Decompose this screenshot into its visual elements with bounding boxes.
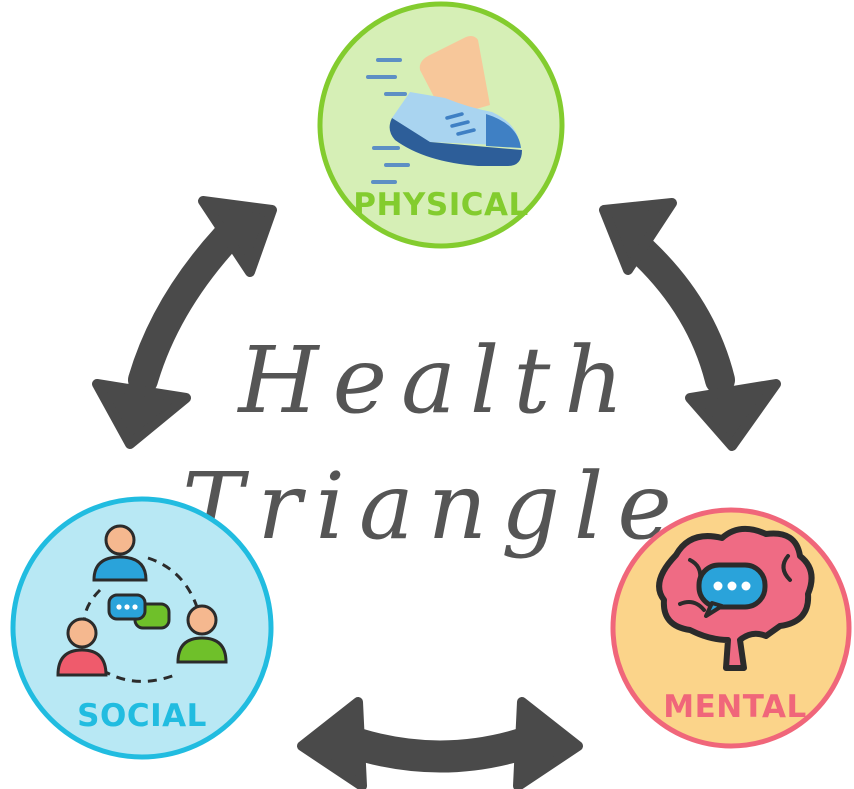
arrow-physical-social (92, 196, 277, 449)
people-network-icon (56, 524, 228, 683)
title-triangle: Triangle (182, 453, 686, 560)
title-health: Health (236, 327, 637, 434)
arrow-physical-mental (599, 198, 781, 451)
social-label: SOCIAL (77, 698, 207, 734)
physical-label: PHYSICAL (353, 187, 528, 223)
arrow-social-mental (297, 697, 583, 789)
running-shoe-icon (366, 36, 522, 184)
mental-label: MENTAL (663, 689, 806, 725)
node-mental: MENTAL (610, 507, 852, 749)
node-physical: PHYSICAL (317, 1, 565, 249)
node-social: SOCIAL (10, 496, 274, 760)
brain-chat-icon (656, 525, 815, 671)
